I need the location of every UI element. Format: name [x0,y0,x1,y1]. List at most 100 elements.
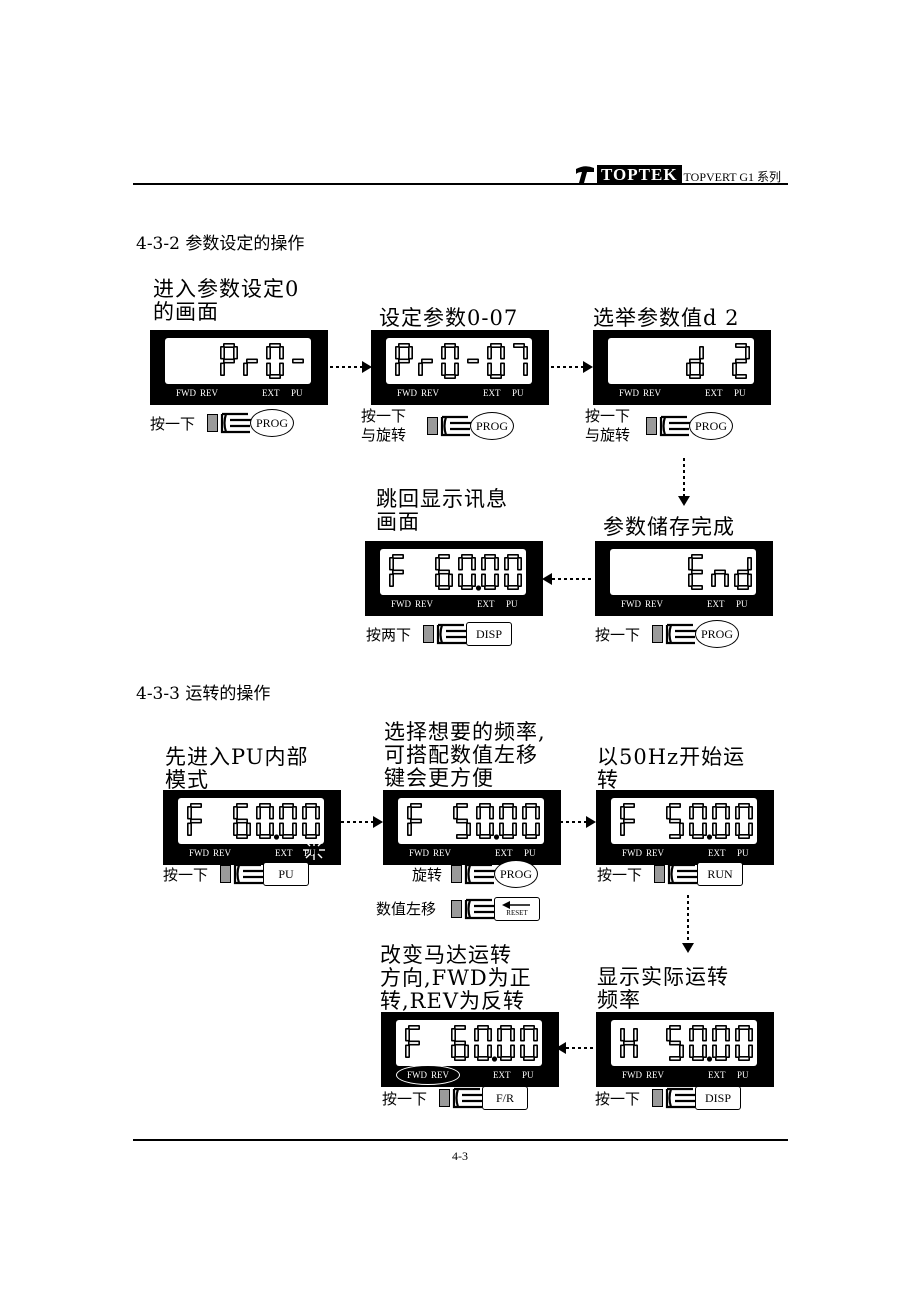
lcd-segment-hollow [634,1046,637,1057]
decimal-point [493,834,500,840]
lcd-segment-hollow [396,347,399,358]
hand-press-icon [665,623,697,645]
lcd-segment-hollow [670,1042,680,1044]
lcd-segment-hollow [716,835,726,838]
lcd-segment-hollow [488,364,491,375]
lcd-segment-hollow [280,824,283,835]
lcd-segment-hollow [452,1029,455,1040]
hand-press-icon [440,415,472,437]
indicator-fwd: FWD [622,848,642,858]
indicator-pu: PU [512,388,524,398]
lcd-segment-hollow [524,1057,534,1060]
led-icon [652,625,663,643]
fr-key[interactable]: F/R [439,1085,528,1111]
arrow-down-icon [682,895,694,953]
prog-key-4[interactable]: PROG [652,620,739,648]
lcd-segment-hollow [523,807,526,818]
lcd-segment-hollow [703,824,706,835]
indicator-ext: EXT [262,388,280,398]
lcd-segment-hollow [459,558,462,569]
prog-key-5[interactable]: PROG [451,860,538,888]
lcd-segment-hollow [500,824,503,835]
page-number: 4-3 [452,1149,468,1163]
disp-button[interactable]: DISP [695,1086,741,1110]
hand-press-icon [665,1087,697,1109]
prog-button[interactable]: PROG [494,860,538,888]
lcd-segment-hollow [501,1026,511,1029]
lcd-segment-hollow [257,824,260,835]
run-key[interactable]: RUN [654,861,743,887]
toptek-logo-icon [576,166,594,183]
lcd-segment-hollow [624,804,634,807]
pu-key[interactable]: PU [220,861,309,887]
lcd-segment-hollow [505,558,508,569]
prog-button[interactable]: PROG [470,412,514,440]
lcd-segment-hollow [237,804,247,807]
reset-key[interactable]: RESET [451,896,540,922]
lcd-segment-hollow [267,364,270,375]
lcd-segment-hollow [700,364,703,375]
lcd-segment-hollow [465,1046,468,1057]
prog-key-1[interactable]: PROG [207,409,294,437]
lcd-segment-hollow [191,820,201,822]
lcd-segment-hollow [408,807,411,818]
lcd-segment-hollow [739,1057,749,1060]
fr-button[interactable]: F/R [482,1086,528,1110]
lcd-window [165,338,311,384]
lcd-segment-hollow [746,347,749,358]
led-icon [652,1089,663,1107]
lcd-segment-hollow [739,804,749,807]
indicator-ext: EXT [708,848,726,858]
lcd-window [396,1020,542,1066]
prog-button[interactable]: PROG [250,409,294,437]
lcd-segment-hollow [670,1026,680,1029]
lcd-segment-hollow [234,807,237,818]
lcd-segment-hollow [518,575,521,586]
prog-button[interactable]: PROG [689,412,733,440]
indicator-pu: PU [737,1070,749,1080]
lcd-segment-hollow [521,1046,524,1057]
lcd-segment-hollow [689,558,692,569]
lcd-segment-hollow [715,571,725,573]
lcd-segment-hollow [511,1029,514,1040]
disp-key-1[interactable]: DISP [423,621,512,647]
lcd-segment-hollow [733,364,736,375]
lcd-segment-hollow [513,807,516,818]
run-button[interactable]: RUN [697,862,743,886]
lcd-digits [407,803,540,840]
caption-7: 选择想要的频率, 可搭配数值左移 键会更方便 [384,720,546,790]
lcd-segment-hollow [467,824,470,835]
lcd-segment-hollow [689,575,692,586]
prog-key-3[interactable]: PROG [646,412,733,440]
prog-key-2[interactable]: PROG [427,412,514,440]
lcd-segment-hollow [478,1026,488,1029]
reset-label: RESET [506,909,528,917]
disp-key-2[interactable]: DISP [652,1085,741,1111]
lcd-segment-hollow [303,824,306,835]
pu-button[interactable]: PU [263,862,309,886]
lcd-segment-hollow [459,575,462,586]
lcd-segment-hollow [748,575,751,586]
prog-button[interactable]: PROG [695,620,739,648]
disp-button[interactable]: DISP [466,622,512,646]
lcd-segment-hollow [687,364,690,375]
lcd-segment-hollow [712,575,715,586]
lcd-segment-hollow [703,1046,706,1057]
lcd-segment-hollow [501,364,504,375]
lcd-segment-hollow [422,360,432,362]
lcd-segment-hollow [725,575,728,586]
step-instruction-8: 按一下 [597,866,643,884]
indicator-rev: REV [433,848,451,858]
lcd-digits [688,554,752,590]
lcd-window [386,338,532,384]
lcd-segment-hollow [749,1029,752,1040]
lcd-segment-hollow [491,344,501,347]
caption-4: 跳回显示讯息 画面 [376,487,508,534]
reset-button[interactable]: RESET [494,897,540,921]
lcd-segment-hollow [749,807,752,818]
caption-6: 先进入PU内部 模式 [165,745,309,792]
lcd-segment-hollow [234,347,237,358]
lcd-segment-hollow [735,575,738,586]
lcd-segment-hollow [738,571,748,573]
